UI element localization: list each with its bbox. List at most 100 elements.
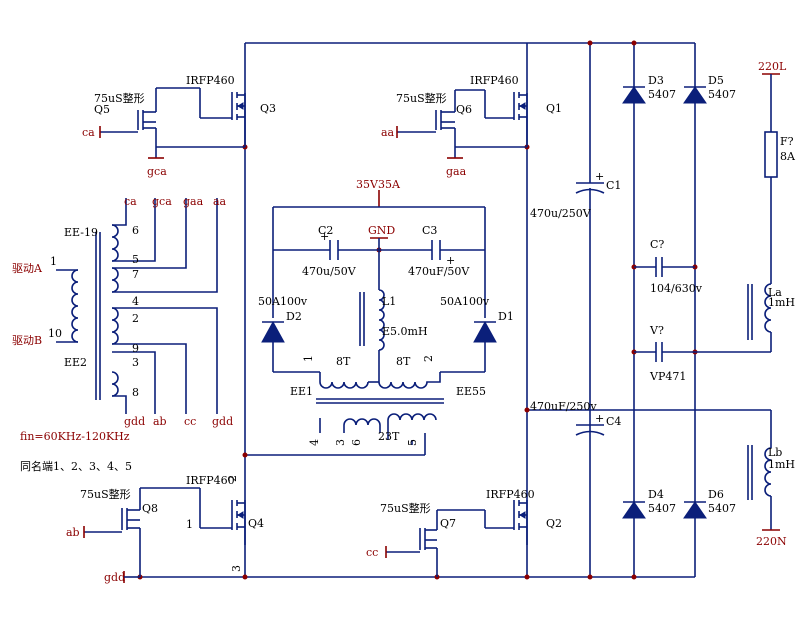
diode-d3: D3 5407 [622, 74, 676, 104]
drive-net-gaa: gaa [183, 195, 204, 208]
capacitor-c4: + C4 470uF/250v [530, 400, 621, 436]
capacitor-c1: + C1 470u/250V [530, 170, 621, 220]
c1-name-label: C1 [606, 179, 621, 192]
q5-name-label: Q5 [94, 103, 110, 116]
frequency-note: fin=60KHz-120KHz [20, 430, 130, 443]
q4-pin-2: 2 [226, 475, 239, 482]
net-gaa-right: gaa [446, 165, 467, 178]
drive-pin-a: 1 [50, 255, 57, 268]
transistor-q2: IRFP460 Q2 [437, 488, 562, 545]
out-pin-6: 6 [350, 439, 363, 446]
svg-text:+: + [320, 230, 329, 243]
out-pin-2: 2 [422, 355, 435, 362]
q7-name-label: Q7 [440, 517, 456, 530]
ac-input: 220L F? 8A La 1mH Lb 1mH 220N [695, 60, 796, 548]
q1-part-label: IRFP460 [470, 74, 519, 87]
drive-net-gdd-b: gdd [212, 415, 233, 428]
d2-value-label: 50A100v [258, 295, 308, 308]
diode-d4: D4 5407 [622, 488, 676, 519]
transistor-q8: 75uS整形 Q8 ab gdd [66, 487, 158, 584]
output-transformer: 8T 8T 23T EE1 EE55 1 2 4 3 6 5 [290, 355, 486, 446]
la-name-label: La [768, 286, 782, 299]
dot-convention-note: 同名端1、2、3、4、5 [20, 459, 132, 473]
d2-name-label: D2 [286, 310, 302, 323]
lb-value-label: 1mH [768, 458, 795, 471]
drive-net-gca: gca [152, 195, 172, 208]
transistor-q5: 75uS整形 Q5 ca gca [82, 88, 245, 178]
c1-value-label: 470u/250V [530, 207, 592, 220]
transistor-q1: IRFP460 Q1 [455, 74, 562, 147]
q4-part-label: IRFP460 [186, 474, 235, 487]
d3-name-label: D3 [648, 74, 664, 87]
c2-value-label: 470u/50V [302, 265, 357, 278]
drive-pin-b: 10 [48, 327, 62, 340]
turns-sec-label: 23T [378, 430, 400, 443]
gnd-label: GND [368, 224, 395, 237]
d6-name-label: D6 [708, 488, 724, 501]
vq-value-label: VP471 [649, 370, 686, 383]
transistor-q6: 75uS整形 Q6 aa gaa [381, 90, 527, 178]
q3-name-label: Q3 [260, 102, 276, 115]
sec-pin-7: 7 [132, 268, 139, 281]
l1-value-label: E5.0mH [382, 325, 428, 338]
center-section: 35V35A + + C2 470u/50V C3 470uF/50V GND … [258, 178, 514, 373]
q2-name-label: Q2 [546, 517, 562, 530]
svg-text:+: + [595, 170, 604, 183]
cq-name-label: C? [650, 238, 664, 251]
sec-pin-8: 8 [132, 386, 139, 399]
q7-part-label: 75uS整形 [380, 501, 431, 515]
out-pin-3: 3 [334, 439, 347, 446]
d5-value-label: 5407 [708, 88, 736, 101]
capacitor-cq: C? 104/630v [634, 238, 703, 295]
c4-value-label: 470uF/250v [530, 400, 597, 413]
d1-value-label: 50A100v [440, 295, 490, 308]
diode-d5: D5 5407 [683, 74, 736, 104]
sec-pin-5: 5 [132, 253, 139, 266]
diode-d6: D6 5407 [683, 488, 736, 519]
d4-value-label: 5407 [648, 502, 676, 515]
d1-name-label: D1 [498, 310, 514, 323]
net-cc-right: cc [366, 546, 378, 559]
q1-name-label: Q1 [546, 102, 562, 115]
sec-pin-9: 9 [132, 342, 139, 355]
sec-pin-4: 4 [132, 295, 139, 308]
drive-transformer: 驱动A 驱动B 1 10 EE-19 EE2 ca gca gaa aa gdd… [12, 195, 233, 428]
drive-net-ca: ca [124, 195, 137, 208]
c3-name-label: C3 [422, 224, 437, 237]
drive-net-ab: ab [153, 415, 167, 428]
q4-pin-1: 1 [186, 518, 193, 531]
line-label: 220L [758, 60, 787, 73]
bus-wires [140, 42, 696, 578]
turns-a-label: 8T [336, 355, 351, 368]
transistor-q7: 75uS整形 Q7 cc [366, 501, 456, 577]
out-pin-5: 5 [406, 439, 419, 446]
c4-name-label: C4 [606, 415, 621, 428]
net-ab-left: ab [66, 526, 80, 539]
drive-b-label: 驱动B [12, 334, 42, 347]
varistor-vq: V? VP471 [634, 324, 771, 383]
net-gca-left: gca [147, 165, 167, 178]
d3-value-label: 5407 [648, 88, 676, 101]
drive-net-gdd-a: gdd [124, 415, 145, 428]
lb-name-label: Lb [768, 446, 782, 459]
transistor-q4: IRFP460 Q4 1 2 3 [140, 474, 264, 572]
fuse-value-label: 8A [780, 150, 796, 163]
q3-part-label: IRFP460 [186, 74, 235, 87]
q8-part-label: 75uS整形 [80, 487, 131, 501]
l1-name-label: L1 [382, 295, 396, 308]
q6-name-label: Q6 [456, 103, 472, 116]
d5-name-label: D5 [708, 74, 724, 87]
drive-net-cc: cc [184, 415, 196, 428]
sec-pin-2: 2 [132, 312, 139, 325]
out-pin-4: 4 [308, 439, 321, 446]
q4-name-label: Q4 [248, 517, 264, 530]
supply-label: 35V35A [356, 178, 401, 191]
turns-b-label: 8T [396, 355, 411, 368]
vq-name-label: V? [649, 324, 664, 337]
out-pin-1: 1 [302, 355, 315, 362]
drive-a-label: 驱动A [12, 262, 43, 275]
svg-text:+: + [595, 412, 604, 425]
sec-pin-3: 3 [132, 356, 139, 369]
svg-text:+: + [446, 254, 455, 267]
